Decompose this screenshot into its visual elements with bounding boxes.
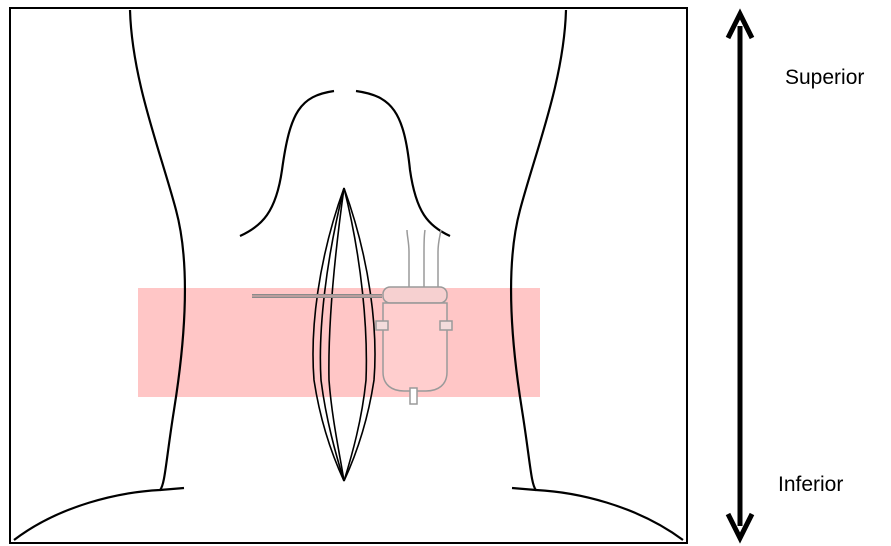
jaw-outline-left xyxy=(240,91,334,236)
jaw-outline-right xyxy=(356,91,450,236)
highlight-band xyxy=(138,288,540,397)
neck-outline-right xyxy=(511,10,683,540)
shoulder-tick-left xyxy=(160,488,184,490)
implant-device xyxy=(376,230,452,404)
superior-label: Superior xyxy=(785,66,864,90)
double-headed-vertical-arrow-icon xyxy=(728,14,752,538)
inferior-label: Inferior xyxy=(778,473,843,497)
neck-outline-left xyxy=(14,10,185,540)
diagram-frame xyxy=(10,8,687,543)
shoulder-tick-right xyxy=(512,488,536,490)
